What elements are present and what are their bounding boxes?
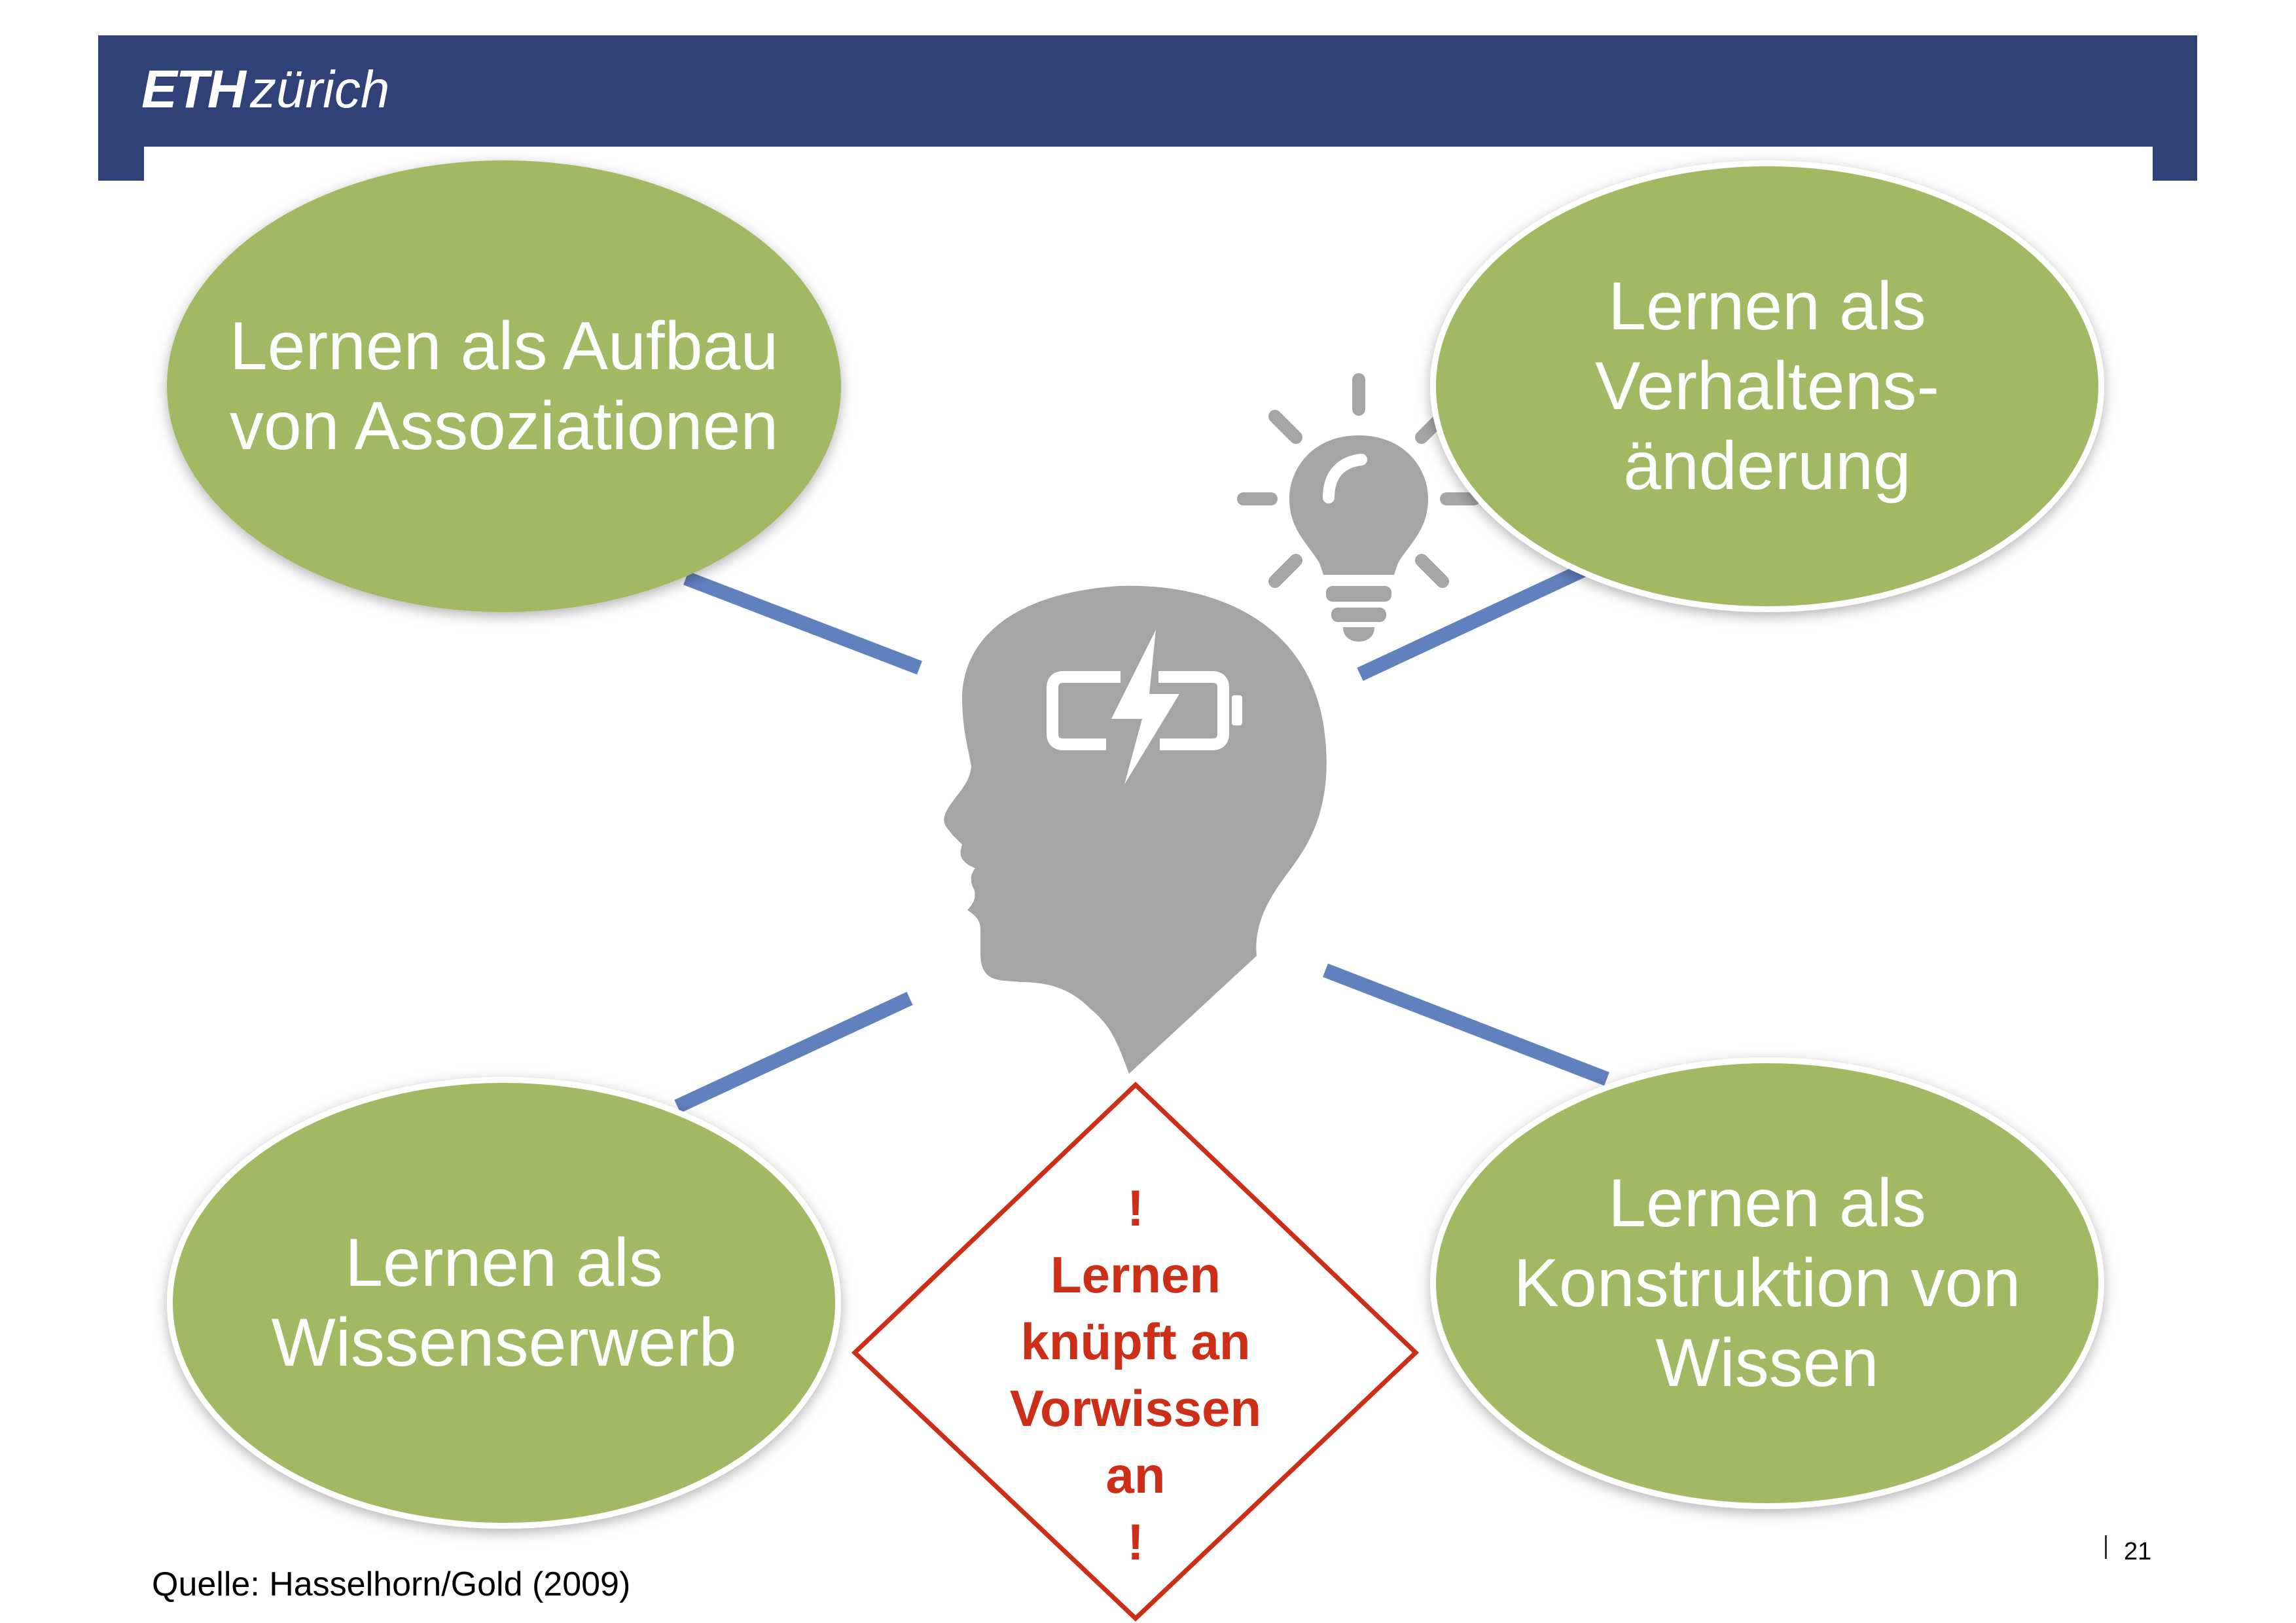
node-line: Lernen als (1608, 268, 1926, 344)
node-line: Konstruktion von (1513, 1245, 2021, 1321)
note-line: Lernen (1050, 1246, 1221, 1304)
node-line: Lernen als (345, 1225, 663, 1301)
logo-eth: ETH (141, 60, 246, 119)
connector-bottom-left (674, 992, 913, 1113)
header-left-foot (98, 147, 144, 181)
logo-zurich: zürich (250, 60, 390, 119)
node-top-right (1430, 160, 2104, 612)
note-line: an (1105, 1446, 1166, 1504)
lightbulb-icon (1237, 373, 1480, 642)
prior-knowledge-note: ! Lernen knüpft an Vorwissen an ! (959, 1172, 1312, 1578)
connector-top-right (1357, 562, 1590, 681)
node-line: von Assoziationen (229, 388, 779, 464)
node-line: Lernen als (1608, 1165, 1926, 1241)
header-right-foot (2153, 147, 2197, 181)
note-line: knüpft an (1020, 1313, 1251, 1370)
battery-charging-icon (1047, 630, 1242, 784)
node-label-bottom-left: Lernen als Wissenserwerb (190, 1178, 818, 1427)
node-label-bottom-right: Lernen als Konstruktion von Wissen (1453, 1159, 2081, 1408)
node-top-left (167, 160, 841, 612)
node-line: Lernen als Aufbau (229, 308, 779, 384)
page-number-separator (2105, 1535, 2107, 1559)
node-line: Verhaltens- (1594, 348, 1940, 424)
note-line: Vorwissen (1009, 1379, 1262, 1437)
node-bottom-left (167, 1077, 841, 1529)
header-bar (98, 35, 2197, 147)
node-line: Wissenserwerb (271, 1305, 737, 1381)
page-number: 21 (2124, 1538, 2152, 1565)
note-line: ! (1127, 1513, 1144, 1571)
node-bottom-right (1430, 1057, 2104, 1509)
center-diamond (851, 1082, 1420, 1622)
connectors (674, 562, 1609, 1113)
connector-top-left (683, 571, 922, 675)
node-line: Wissen (1655, 1325, 1879, 1401)
node-label-top-right: Lernen als Verhaltens- änderung (1453, 262, 2081, 511)
node-line: änderung (1623, 428, 1911, 504)
node-label-top-left: Lernen als Aufbau von Assoziationen (190, 262, 818, 511)
head-profile-icon (944, 585, 1327, 1074)
connector-bottom-right (1323, 963, 1609, 1086)
note-line: ! (1127, 1179, 1144, 1237)
source-citation: Quelle: Hasselhorn/Gold (2009) (152, 1565, 631, 1603)
